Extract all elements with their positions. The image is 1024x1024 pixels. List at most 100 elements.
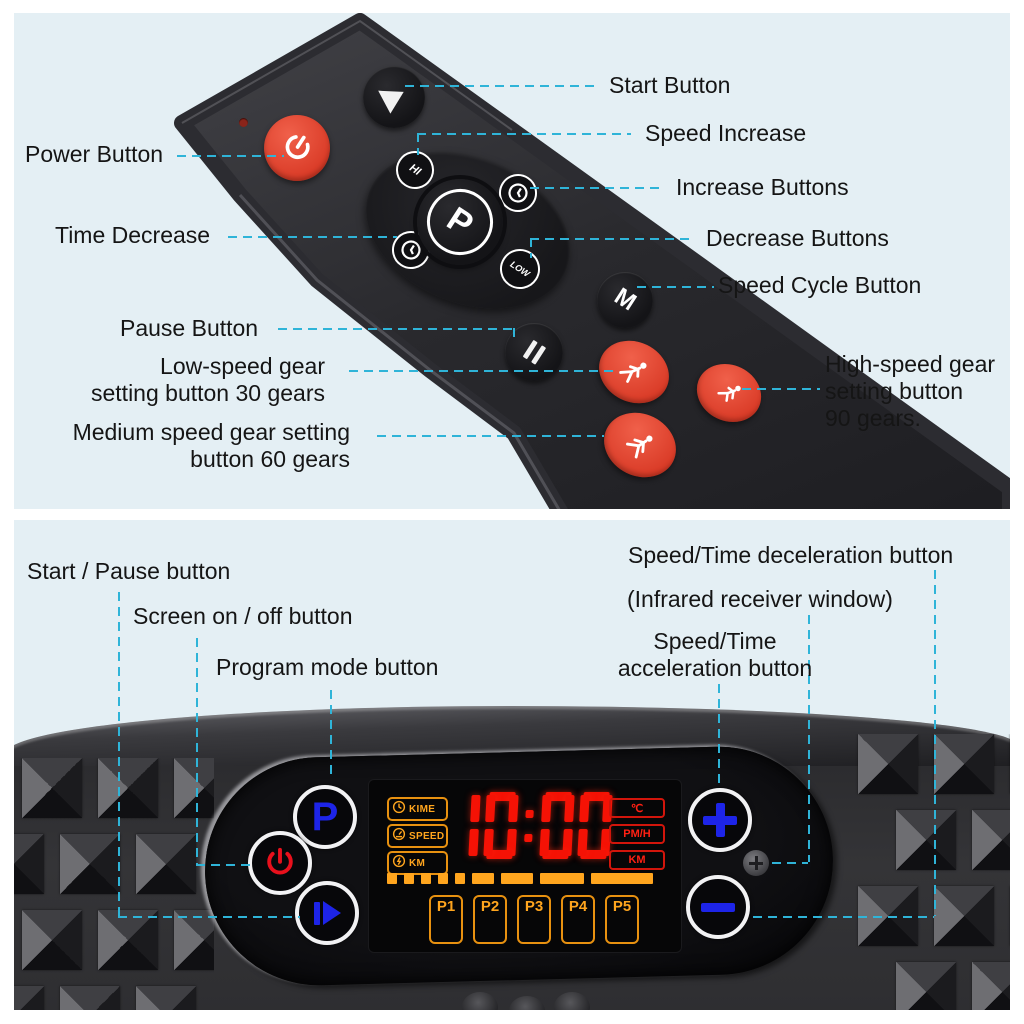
display-indicator: KM xyxy=(387,851,448,875)
pyramid-stud xyxy=(22,758,82,818)
leader-pause xyxy=(278,328,513,330)
label-speed-cycle: Speed Cycle Button xyxy=(718,272,922,298)
leader-decrease-corner xyxy=(530,238,532,258)
gauge-icon xyxy=(392,827,406,846)
remote-diagram-section: HI LOW P M xyxy=(14,13,1010,509)
clock-down-icon xyxy=(384,223,438,277)
label-high-gear: High-speed gear setting button 90 gears. xyxy=(825,351,996,431)
label-speed-increase: Speed Increase xyxy=(645,120,807,146)
leader-screen-v xyxy=(196,638,198,864)
unit-badge: KM xyxy=(609,850,665,870)
clock-icon xyxy=(392,800,406,819)
walking-figure-icon xyxy=(619,362,647,383)
infrared-receiver-window xyxy=(743,850,769,876)
leader-accel-v xyxy=(718,684,720,788)
colon-separator xyxy=(521,792,537,859)
medium-gear-button[interactable] xyxy=(593,400,687,490)
speed-decrease-button[interactable]: LOW xyxy=(492,241,548,297)
pause-icon xyxy=(520,338,548,366)
label-deceleration: Speed/Time deceleration button xyxy=(628,542,954,568)
leader-power xyxy=(177,155,284,157)
bolt-icon xyxy=(392,854,406,873)
pyramid-stud xyxy=(896,962,956,1010)
program-button-remote[interactable]: P xyxy=(414,176,506,268)
indicator-label: SPEED xyxy=(409,830,445,842)
clock-up-icon xyxy=(491,166,545,220)
label-decrease: Decrease Buttons xyxy=(706,225,889,251)
program-slot: P2 xyxy=(473,895,507,944)
leader-decrease xyxy=(530,238,694,240)
program-mode-button[interactable]: P xyxy=(293,785,357,849)
pyramid-stud xyxy=(972,810,1010,870)
leader-speed-increase-corner xyxy=(417,133,419,155)
leader-decel-v xyxy=(934,570,936,916)
label-pause: Pause Button xyxy=(120,315,259,341)
progress-segment xyxy=(591,873,653,884)
label-acceleration: Speed/Time acceleration button xyxy=(617,628,813,681)
label-screen-toggle: Screen on / off button xyxy=(133,603,353,629)
speed-time-acceleration-button[interactable] xyxy=(688,788,752,852)
progress-bar xyxy=(387,873,653,884)
leader-start-pause-h xyxy=(118,916,300,918)
start-pause-button[interactable] xyxy=(295,881,359,945)
unit-badge: ℃ xyxy=(609,798,665,818)
stud-texture-left xyxy=(14,758,214,1010)
speed-time-deceleration-button[interactable] xyxy=(686,875,750,939)
seven-segment-digit xyxy=(445,792,481,859)
leader-program-v xyxy=(330,690,332,780)
leader-infrared-v xyxy=(808,615,810,862)
plus-icon xyxy=(703,803,737,837)
screen-power-button[interactable] xyxy=(248,831,312,895)
pyramid-stud xyxy=(934,886,994,946)
progress-segment xyxy=(404,873,414,884)
program-p-label: P xyxy=(311,795,339,839)
minus-icon xyxy=(701,902,735,912)
seven-segment-digit xyxy=(483,792,519,859)
time-decrease-button[interactable] xyxy=(384,223,438,277)
progress-segment xyxy=(387,873,397,884)
machine-foot xyxy=(554,992,590,1010)
progress-segment xyxy=(438,873,448,884)
label-program-mode: Program mode button xyxy=(216,654,439,680)
power-icon xyxy=(273,124,320,171)
pyramid-stud xyxy=(14,834,44,894)
indicator-label: KM xyxy=(409,857,426,869)
time-increase-button[interactable] xyxy=(491,166,545,220)
pyramid-stud xyxy=(98,910,158,970)
pyramid-stud xyxy=(174,758,214,818)
speed-increase-button[interactable]: HI xyxy=(388,143,442,197)
leader-time-decrease xyxy=(228,236,397,238)
pyramid-stud xyxy=(136,986,196,1010)
label-start: Start Button xyxy=(609,72,731,98)
label-start-pause: Start / Pause button xyxy=(27,558,231,584)
pyramid-stud xyxy=(174,910,214,970)
unit-badge: PM/H xyxy=(609,824,665,844)
label-increase: Increase Buttons xyxy=(676,174,849,200)
leader-screen-h xyxy=(196,864,252,866)
speed-cycle-button[interactable]: M xyxy=(597,272,653,328)
remote-led-indicator xyxy=(239,118,248,127)
pyramid-stud xyxy=(136,834,196,894)
display-indicator: KIME xyxy=(387,797,448,821)
leader-medium-gear xyxy=(377,435,604,437)
leader-infrared-h xyxy=(772,862,808,864)
leader-decel-h xyxy=(753,916,934,918)
stud-texture-right xyxy=(850,734,1010,1010)
pyramid-stud xyxy=(14,986,44,1010)
progress-segment xyxy=(501,873,533,884)
high-gear-button[interactable] xyxy=(687,353,771,433)
label-medium-gear: Medium speed gear setting button 60 gear… xyxy=(72,419,350,472)
program-slot: P3 xyxy=(517,895,551,944)
pyramid-stud xyxy=(972,962,1010,1010)
pyramid-stud xyxy=(22,910,82,970)
low-gear-button[interactable] xyxy=(588,329,680,415)
program-slot: P1 xyxy=(429,895,463,944)
leader-high-gear xyxy=(742,388,820,390)
progress-segment xyxy=(472,873,494,884)
start-button[interactable] xyxy=(363,66,425,128)
power-button[interactable] xyxy=(264,115,330,181)
progress-segment xyxy=(421,873,431,884)
pyramid-stud xyxy=(60,986,120,1010)
